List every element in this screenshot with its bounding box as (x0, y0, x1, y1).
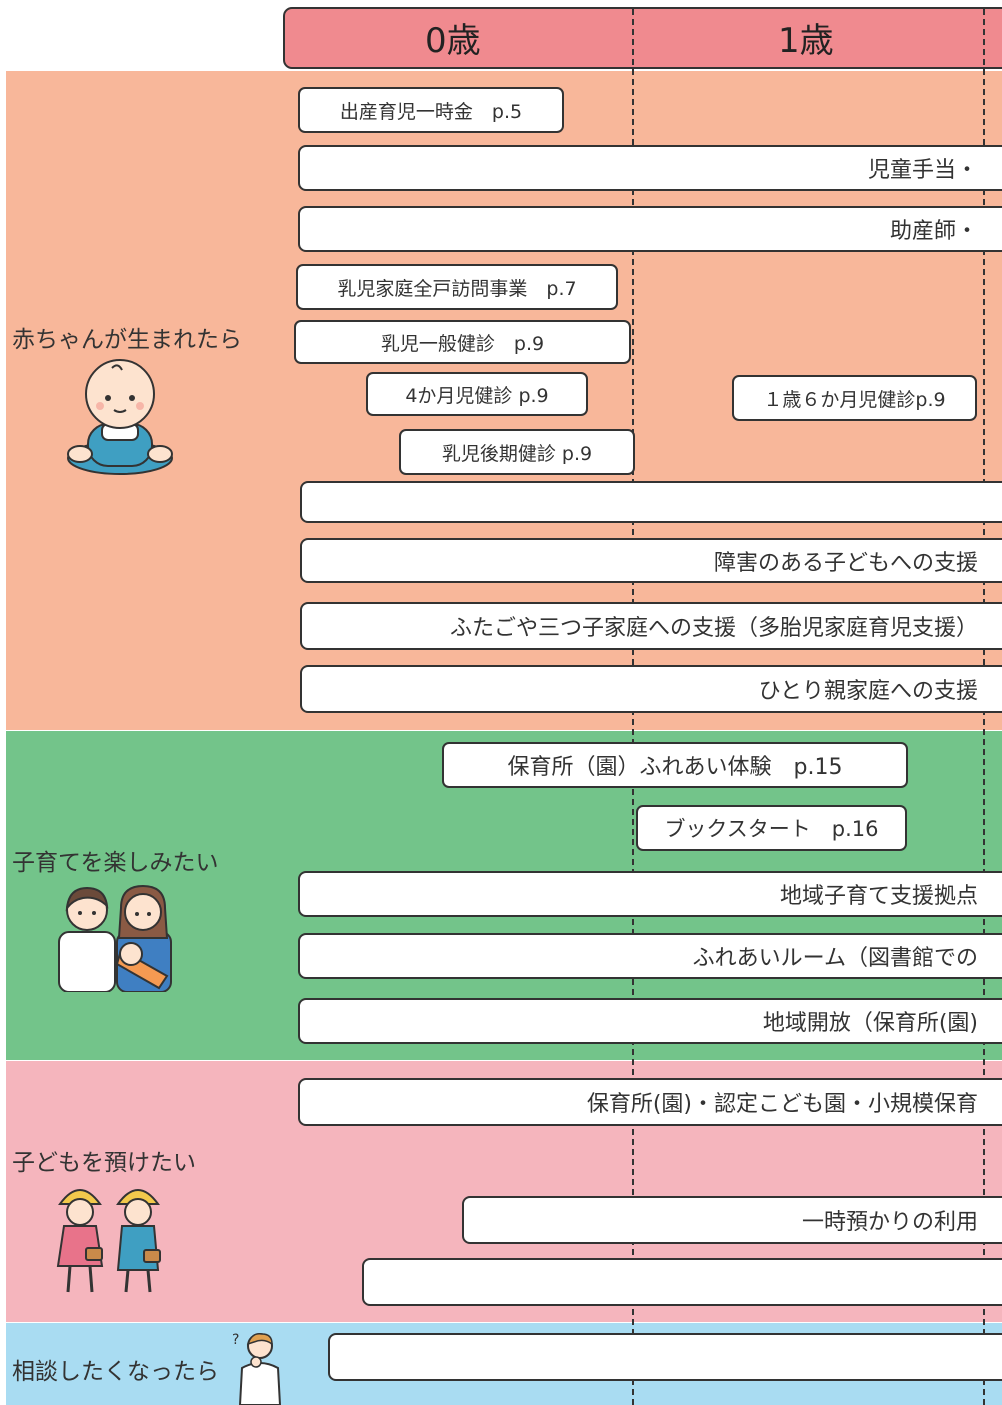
section-title-consult: 相談したくなったら (12, 1359, 219, 1385)
kindergarten-children-illustration (56, 1189, 161, 1293)
baby-illustration (67, 359, 173, 475)
bar-midwife: 助産師・ (298, 206, 1002, 252)
bar-support-center: 地域子育て支援拠点 (298, 871, 1002, 917)
bar-single-parent: ひとり親家庭への支援 (300, 665, 1002, 713)
chip-bookstart: ブックスタート p.16 (636, 805, 907, 851)
bar-temporary: 一時預かりの利用 (462, 1196, 1002, 1244)
bar-multiples: ふたごや三つ子家庭への支援（多胎児家庭育児支援） (300, 602, 1002, 650)
age-0-label: 0歳 (425, 21, 481, 61)
bar-blank-2 (362, 1258, 1002, 1306)
chip-home-visit: 乳児家庭全戸訪問事業 p.7 (296, 264, 618, 310)
section-title-baby: 赤ちゃんが生まれたら (12, 327, 242, 353)
bar-blank-3 (328, 1333, 1002, 1381)
chip-late-checkup: 乳児後期健診 p.9 (399, 429, 635, 475)
chip-nursery-experience: 保育所（園）ふれあい体験 p.15 (442, 742, 908, 788)
chip-general-checkup: 乳児一般健診 p.9 (294, 320, 631, 364)
thinking-person-illustration: ? (232, 1332, 282, 1405)
bar-nursery: 保育所(園)・認定こども園・小規模保育 (298, 1078, 1002, 1126)
svg-text:?: ? (232, 1332, 239, 1348)
bar-disability: 障害のある子どもへの支援 (300, 538, 1002, 583)
chip-lump-sum: 出産育児一時金 p.5 (298, 87, 564, 133)
bar-fureai-room: ふれあいルーム（図書館での (298, 933, 1002, 979)
age-1-label: 1歳 (778, 21, 834, 61)
bar-blank-1 (300, 481, 1002, 523)
chip-checkup-1y6m: １歳６か月児健診p.9 (732, 375, 977, 421)
parents-with-baby-illustration (58, 884, 172, 992)
bar-open-nursery: 地域開放（保育所(園) (298, 998, 1002, 1044)
section-title-enjoy: 子育てを楽しみたい (12, 850, 219, 876)
bar-child-allowance: 児童手当・ (298, 145, 1002, 191)
section-title-care: 子どもを預けたい (12, 1150, 196, 1176)
chip-checkup-4m: 4か月児健診 p.9 (366, 372, 588, 416)
age-header: 0歳 1歳 (283, 7, 1002, 69)
